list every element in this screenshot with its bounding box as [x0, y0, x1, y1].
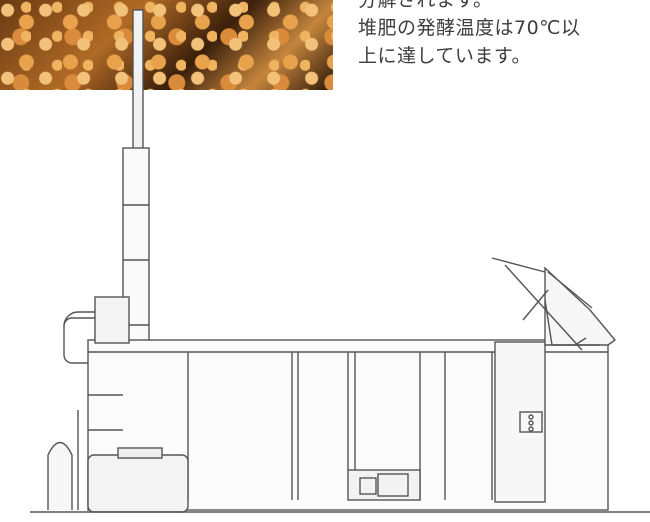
caption-text: 分解されます。 堆肥の発酵温度は70℃以 上に達しています。: [358, 0, 650, 70]
caption-line-1: 分解されます。: [358, 0, 493, 11]
right-hopper: [491, 257, 617, 351]
compost-photo: [0, 0, 333, 90]
caption-line-3: 上に達しています。: [358, 45, 532, 67]
caption-line-2: 堆肥の発酵温度は70℃以: [358, 17, 581, 39]
left-equipment: [47, 296, 189, 513]
control-panel: [519, 411, 543, 433]
motor: [347, 469, 421, 501]
